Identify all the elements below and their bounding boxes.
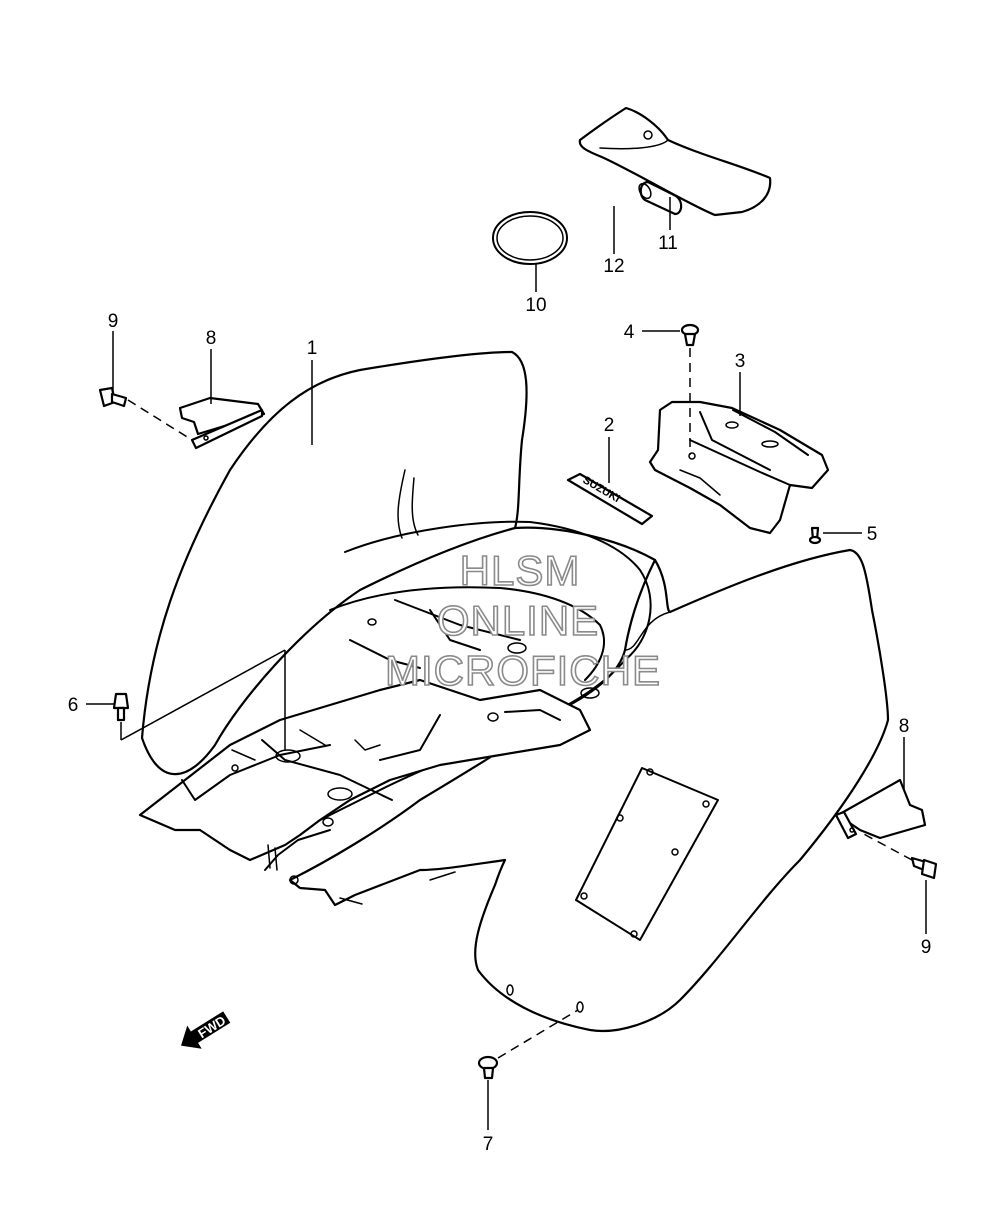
callout-8-left: 8 [206, 328, 217, 349]
storage-box [648, 400, 830, 535]
callout-7: 7 [483, 1134, 494, 1155]
callout-11: 11 [658, 233, 678, 254]
callout-9-left: 9 [108, 311, 119, 332]
bolt-upper-left [98, 386, 128, 408]
suzuki-emblem: SUZUKI [566, 472, 654, 526]
tool-bag [578, 106, 772, 217]
callout-labels: 1 2 3 4 5 6 7 8 8 9 9 10 11 12 [68, 233, 932, 1155]
rear-fender [138, 350, 890, 1032]
clip-fastener [680, 323, 700, 347]
callout-1: 1 [307, 338, 318, 359]
callout-5: 5 [867, 524, 878, 545]
fwd-arrow-icon: FWD [181, 1011, 231, 1049]
bolt-lower-right [910, 856, 938, 880]
callout-12: 12 [603, 256, 624, 277]
callout-6: 6 [68, 695, 79, 716]
tool-pin [638, 180, 683, 216]
bolt-left [112, 692, 130, 722]
o-ring [492, 211, 568, 265]
screw [808, 526, 822, 545]
callout-2: 2 [604, 415, 615, 436]
leader-lines [86, 197, 927, 1130]
watermark: HLSM ONLINE MICROFICHE [384, 546, 661, 695]
callout-4: 4 [624, 322, 635, 343]
assembly-lines [127, 348, 913, 1059]
watermark-line-2: ONLINE [437, 597, 599, 644]
callout-9-right: 9 [921, 937, 932, 958]
watermark-line-3: MICROFICHE [385, 647, 661, 694]
callout-3: 3 [735, 351, 746, 372]
callout-8-right: 8 [899, 716, 910, 737]
watermark-line-1: HLSM [460, 547, 581, 594]
callout-10: 10 [525, 295, 546, 316]
bracket-left [178, 396, 266, 450]
bracket-right [834, 778, 927, 840]
clip-bottom [477, 1055, 499, 1080]
